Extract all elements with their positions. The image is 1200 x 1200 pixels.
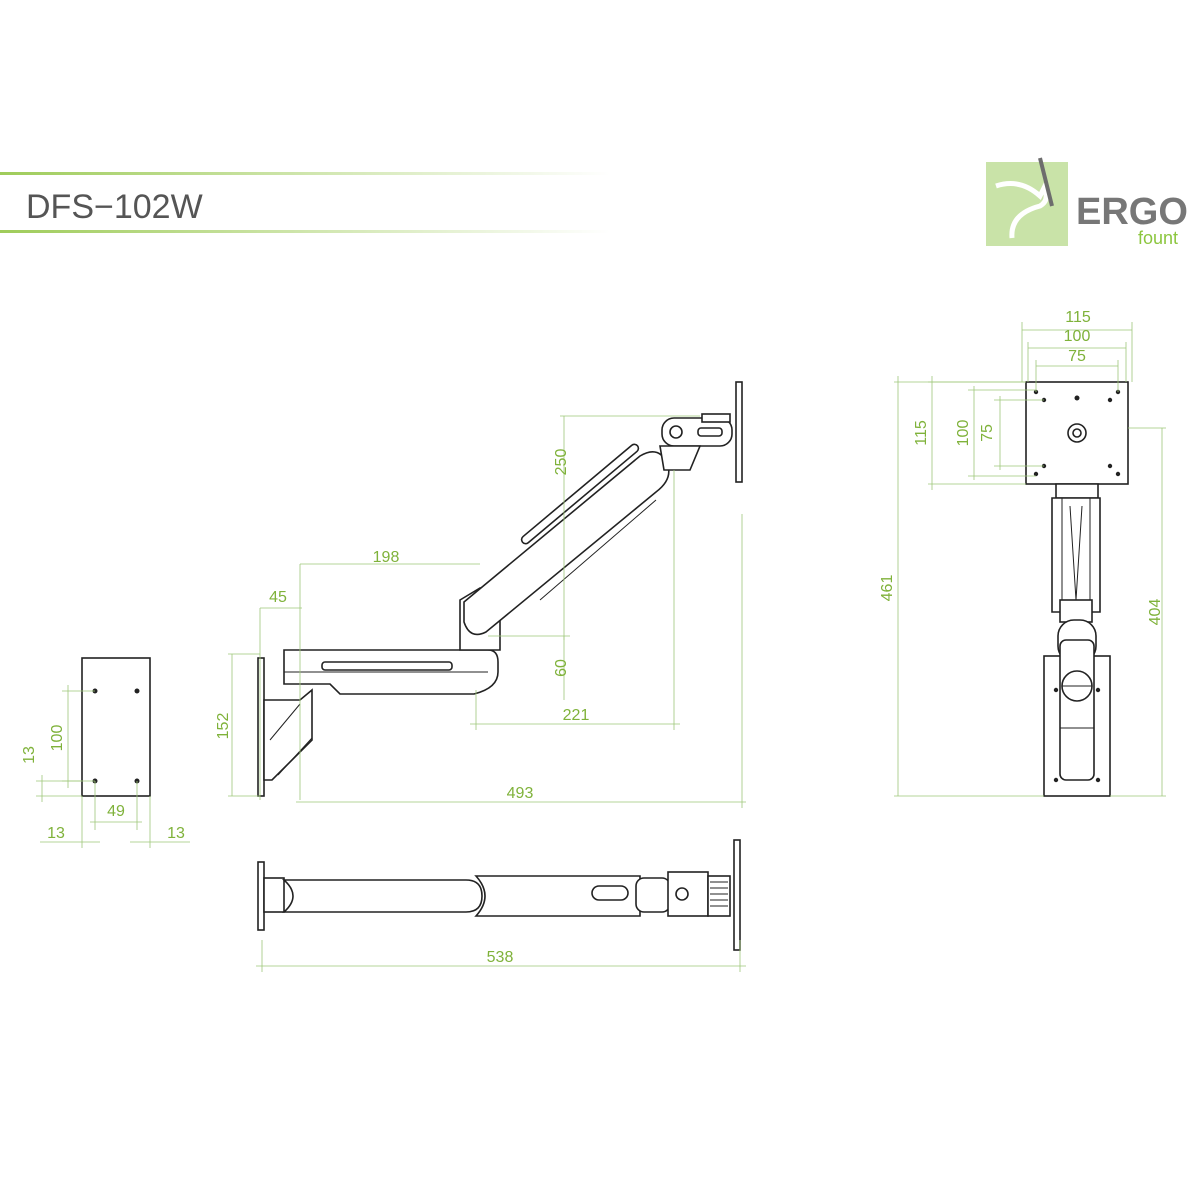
header: DFS−102W [0, 172, 610, 233]
dim-13-plate-br: 13 [167, 825, 185, 842]
side-head-link [659, 445, 702, 471]
vesa-top-hole [1074, 395, 1080, 401]
top-base [263, 877, 285, 913]
dim-line [1035, 360, 1119, 392]
logo-sub: fount [1138, 228, 1178, 248]
top-view: 538 [256, 839, 746, 972]
plate-hole [134, 688, 140, 694]
dim-45: 45 [269, 589, 287, 606]
side-upper-slot [520, 443, 640, 545]
model-title: DFS−102W [26, 188, 203, 226]
dim-line [994, 396, 1044, 470]
dim-line [296, 514, 746, 808]
top-wall-plate [257, 861, 265, 931]
dim-line [36, 775, 82, 802]
dim-line [560, 415, 700, 640]
dim-461: 461 [879, 575, 896, 602]
dim-line [1027, 342, 1127, 382]
front-elbow [1059, 599, 1093, 623]
dim-100-top: 100 [1064, 328, 1091, 345]
side-lower-slot [321, 661, 453, 671]
dim-13-plate-left: 13 [21, 746, 38, 764]
side-base-detail [269, 703, 313, 776]
dim-line [259, 607, 302, 800]
logo-mark-icon [995, 181, 1049, 239]
wall-plate [81, 657, 151, 797]
dim-line [1021, 322, 1133, 382]
front-view: 115 100 75 115 100 75 461 404 [879, 309, 1166, 797]
dim-line [299, 563, 480, 800]
front-upper-arm [1051, 497, 1101, 613]
vesa-center-knob-inner [1072, 428, 1082, 438]
side-tilt-clamp [701, 413, 731, 423]
side-tilt-slot [697, 427, 723, 437]
dim-line [894, 376, 1044, 797]
side-base-bracket [263, 688, 313, 781]
dim-404: 404 [1147, 599, 1164, 626]
dim-152: 152 [215, 713, 232, 740]
dim-line [470, 470, 680, 730]
side-vesa-plate [735, 381, 743, 483]
dim-538: 538 [487, 949, 514, 966]
dim-221: 221 [563, 707, 590, 724]
dim-115-top: 115 [1065, 309, 1091, 326]
dim-line [40, 796, 190, 848]
wall-hole [1095, 777, 1101, 783]
ergo-logo: ERGO fount [986, 157, 1188, 248]
dim-line [1110, 427, 1166, 797]
dim-60: 60 [553, 659, 570, 677]
header-top-rule [0, 172, 610, 175]
dim-13-plate-bl: 13 [47, 825, 65, 842]
side-view: 250 198 45 152 60 221 493 [215, 381, 746, 808]
logo-stroke-icon [1038, 157, 1054, 207]
dim-line [968, 386, 1036, 480]
dim-line [228, 653, 260, 797]
dim-line [488, 635, 570, 700]
wall-hole [1053, 777, 1059, 783]
dim-115-side: 115 [913, 420, 930, 446]
top-tilt-pivot [675, 887, 689, 901]
dim-75-side: 75 [979, 424, 996, 442]
dim-493: 493 [507, 785, 534, 802]
wall-hole [1095, 687, 1101, 693]
dim-75-top: 75 [1068, 348, 1086, 365]
dim-49-plate: 49 [107, 803, 125, 820]
side-upper-detail [539, 499, 657, 601]
top-arm-slot [591, 885, 629, 901]
vesa-hole [1115, 471, 1121, 477]
dim-line [90, 781, 142, 830]
wall-plate-view: 100 13 49 13 13 [21, 657, 190, 848]
vesa-hole [1107, 463, 1113, 469]
side-tilt-pivot [669, 425, 683, 439]
vesa-hole [1033, 471, 1039, 477]
dim-line [928, 376, 1026, 490]
dim-250: 250 [553, 449, 570, 476]
dim-100-side: 100 [955, 420, 972, 447]
vesa-hole [1107, 397, 1113, 403]
header-bottom-rule [0, 230, 610, 233]
dim-line [256, 940, 746, 972]
side-upper-arm [463, 450, 670, 636]
front-base-column [1059, 639, 1095, 781]
dim-198: 198 [373, 549, 400, 566]
top-clamp-ribs [710, 881, 728, 907]
logo-brand: ERGO [1076, 191, 1188, 233]
top-vesa-plate [733, 839, 741, 951]
front-head-link [1055, 483, 1099, 499]
top-lower-arm [281, 879, 483, 913]
top-joint [635, 877, 671, 913]
side-wall-plate [257, 657, 265, 797]
dim-100-plate: 100 [49, 725, 66, 752]
logo-box [986, 162, 1068, 246]
wall-hole [1053, 687, 1059, 693]
